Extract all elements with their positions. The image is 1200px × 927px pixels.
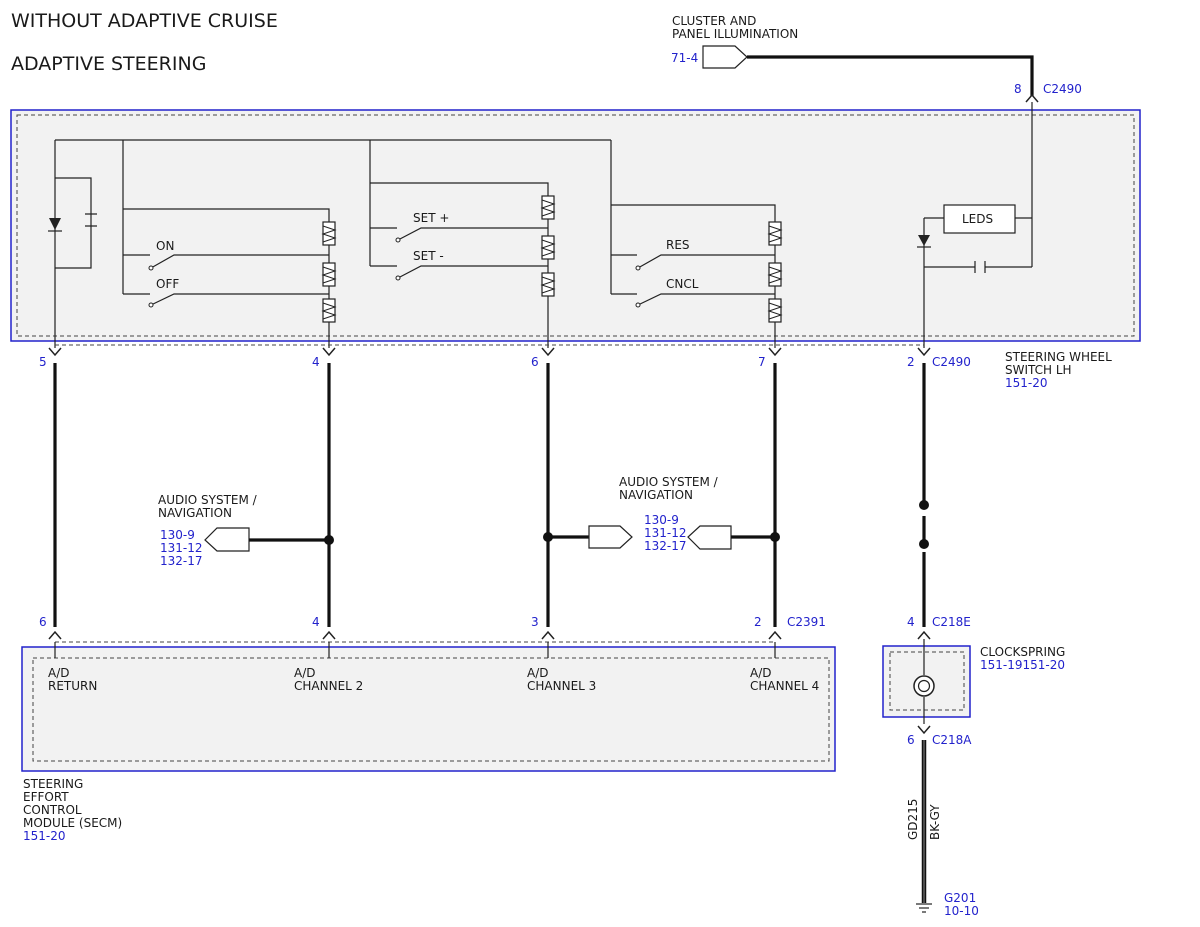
clockspring-inner [889,651,965,711]
splice-channel4 [770,532,780,542]
audio-left-ref-2: 131-12 [160,541,203,555]
ground-wire-id: GD215 [906,799,920,840]
splice-channel2 [324,535,334,545]
secm-box [21,646,836,772]
audio-left-label-1: AUDIO SYSTEM / [158,493,258,507]
secm-label-3: CONTROL [23,803,82,817]
leds-label: LEDS [962,212,993,226]
switch-on-label: ON [156,239,174,253]
switch-cncl-label: CNCL [666,277,699,291]
steering-wheel-switch-inner [16,114,1135,337]
secm-port-ch2-1: A/D [294,666,316,680]
sw-pin-5: 5 [39,355,47,369]
clockspring-ref: 151-19151-20 [980,658,1065,672]
secm-port-ch3-2: CHANNEL 3 [527,679,596,693]
secm-port-return-1: A/D [48,666,70,680]
ground-wire-color: BK-GY [928,804,942,840]
audio-right-connector-icon [687,525,732,550]
audio-right-ref-1: 130-9 [644,513,679,527]
ground-page: 10-10 [944,904,979,918]
ground-symbol-icon [916,903,932,913]
switch-output-arrows [48,347,931,357]
clockspring-coil-icon [913,675,935,697]
leds-box [943,204,1016,234]
sw-pin-7: 7 [758,355,766,369]
illumination-label-1: CLUSTER AND [672,14,756,28]
secm-port-stubs [54,642,776,658]
audio-right-ref-3: 132-17 [644,539,687,553]
sw-pin-2: 2 [907,355,915,369]
secm-label-4: MODULE (SECM) [23,816,122,830]
secm-port-ch4-2: CHANNEL 4 [750,679,819,693]
c218e-label: C218E [932,615,971,629]
audio-right-ref-2: 131-12 [644,526,687,540]
audio-left-ref-3: 132-17 [160,554,203,568]
swlh-ref: 151-20 [1005,376,1048,390]
secm-label-1: STEERING [23,777,83,791]
c2490-pin8-arrow-icon [1025,93,1039,103]
secm-input-arrows [48,630,931,640]
c218a-arrow-icon [917,725,931,735]
secm-pin-3: 3 [531,615,539,629]
illumination-label-2: PANEL ILLUMINATION [672,27,798,41]
switch-set-minus-label: SET - [413,249,444,263]
switch-set-plus-label: SET + [413,211,449,225]
illumination-wire [747,55,1034,96]
illumination-ref: 71-4 [671,51,698,65]
secm-port-return-2: RETURN [48,679,97,693]
channel3-connector-icon [588,525,633,549]
title-adaptive-steering: ADAPTIVE STEERING [11,53,206,75]
swlh-label-1: STEERING WHEEL [1005,350,1112,364]
pin-top-in: 8 [1014,82,1022,96]
switch-internal-circuit [48,102,1033,348]
secm-port-ch3-1: A/D [527,666,549,680]
ground-ref: G201 [944,891,976,905]
secm-port-ch2-2: CHANNEL 2 [294,679,363,693]
clk-pin-4: 4 [907,615,915,629]
secm-ref: 151-20 [23,829,66,843]
c2490-top-label: C2490 [1043,82,1082,96]
swlh-label-2: SWITCH LH [1005,363,1072,377]
clockspring-label: CLOCKSPRING [980,645,1065,659]
sw-pin-4: 4 [312,355,320,369]
secm-pin-2: 2 [754,615,762,629]
secm-label-2: EFFORT [23,790,69,804]
c2391-label: C2391 [787,615,826,629]
clockspring-coil-inner-icon [917,679,931,693]
c2490-bottom-label: C2490 [932,355,971,369]
secm-pin-4: 4 [312,615,320,629]
title-without-adaptive-cruise: WITHOUT ADAPTIVE CRUISE [11,10,278,32]
audio-left-connector-icon [204,527,250,552]
switch-off-label: OFF [156,277,179,291]
secm-port-ch4-1: A/D [750,666,772,680]
secm-inner [32,657,830,762]
audio-right-label-2: NAVIGATION [619,488,693,502]
main-wires [53,363,929,627]
audio-right-label-1: AUDIO SYSTEM / [619,475,719,489]
audio-left-label-2: NAVIGATION [158,506,232,520]
sw-pin-6: 6 [531,355,539,369]
audio-left-ref-1: 130-9 [160,528,195,542]
clk-pin-6: 6 [907,733,915,747]
switch-res-label: RES [666,238,690,252]
illumination-connector-icon [702,45,748,69]
secm-pin-6: 6 [39,615,47,629]
c218a-label: C218A [932,733,972,747]
